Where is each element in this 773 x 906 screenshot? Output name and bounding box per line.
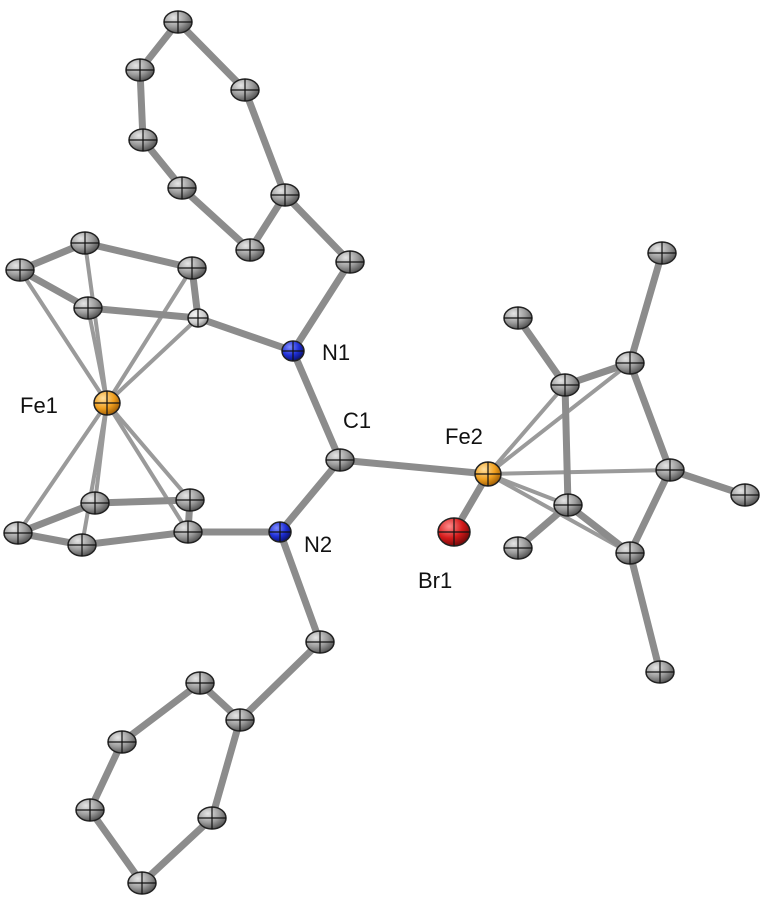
atom-fe1 bbox=[93, 390, 121, 416]
metal-contact-fe2-rr3 bbox=[486, 468, 672, 476]
atom-tp7 bbox=[235, 238, 265, 262]
bond-uc1-uc3 bbox=[81, 239, 196, 272]
bond-bp5-bp2 bbox=[208, 716, 244, 822]
atom-lc5 bbox=[173, 520, 203, 544]
bond-ch2b-bp2 bbox=[236, 638, 324, 724]
atom-ch2b bbox=[305, 630, 335, 654]
label-fe2: Fe2 bbox=[445, 424, 483, 449]
bond-tp1-tp3 bbox=[174, 18, 249, 94]
bond-n1-ucH bbox=[194, 314, 297, 355]
bond-n1-c1 bbox=[289, 347, 344, 464]
metal-contact-fe2-rr2 bbox=[486, 361, 632, 476]
label-c1: C1 bbox=[343, 408, 371, 433]
bond-bp1-bp3 bbox=[118, 679, 204, 746]
label-n1: N1 bbox=[322, 340, 350, 365]
atom-bp5 bbox=[197, 806, 227, 830]
atom-rr2 bbox=[615, 351, 645, 375]
atom-uc1 bbox=[70, 231, 100, 255]
atom-bp1 bbox=[185, 671, 215, 695]
bond-rr3-rr5 bbox=[626, 466, 674, 557]
atom-tp3 bbox=[230, 78, 260, 102]
atom-bp2 bbox=[225, 708, 255, 732]
bond-layer bbox=[14, 18, 749, 887]
atom-m2 bbox=[503, 306, 533, 330]
atom-m1 bbox=[647, 241, 677, 265]
bond-rr2-rr3 bbox=[626, 359, 674, 474]
metal-contact-fe1-lc4 bbox=[105, 401, 192, 502]
atom-tp4 bbox=[128, 128, 158, 152]
atom-br1 bbox=[437, 517, 471, 547]
atom-rr4 bbox=[553, 493, 583, 517]
atom-layer bbox=[3, 10, 760, 895]
label-n2: N2 bbox=[304, 532, 332, 557]
atom-fe2 bbox=[474, 461, 502, 487]
atom-m4 bbox=[503, 536, 533, 560]
label-fe1: Fe1 bbox=[20, 393, 58, 418]
metal-contact-fe1-lc5 bbox=[105, 401, 190, 534]
bond-c1-fe2 bbox=[336, 456, 492, 478]
atom-uc2 bbox=[5, 258, 35, 282]
bond-tp3-tp6 bbox=[241, 86, 289, 199]
bond-bp6-bp5 bbox=[138, 814, 216, 887]
atom-lc3 bbox=[80, 491, 110, 515]
metal-contact-fe1-lc1 bbox=[16, 401, 109, 535]
atom-bp6 bbox=[127, 871, 157, 895]
metal-contact-fe1-uc4 bbox=[86, 306, 109, 405]
label-br1: Br1 bbox=[418, 568, 452, 593]
atom-c1 bbox=[325, 448, 355, 472]
atom-bp4 bbox=[75, 798, 105, 822]
atom-rr1 bbox=[550, 373, 580, 397]
atom-ch2a bbox=[335, 250, 365, 274]
bond-lc3-lc4 bbox=[91, 496, 194, 507]
atom-n1 bbox=[281, 340, 305, 362]
atom-lc1 bbox=[3, 521, 33, 545]
bond-bp3-bp4 bbox=[86, 738, 126, 814]
bond-lc2-lc5 bbox=[78, 528, 192, 549]
atom-n2 bbox=[268, 521, 292, 543]
bond-tp6-ch2a bbox=[281, 191, 354, 266]
atom-m5 bbox=[645, 660, 675, 684]
atom-bp3 bbox=[107, 730, 137, 754]
atom-uc4 bbox=[73, 296, 103, 320]
atom-tp6 bbox=[270, 183, 300, 207]
atom-rr5 bbox=[615, 541, 645, 565]
bond-n2-ch2b bbox=[276, 528, 324, 646]
metal-contact-fe1-uc3 bbox=[105, 266, 194, 405]
atom-tp1 bbox=[163, 10, 193, 34]
atom-rr3 bbox=[655, 458, 685, 482]
atom-ucH bbox=[187, 308, 209, 328]
atom-tp2 bbox=[125, 58, 155, 82]
atom-lc2 bbox=[67, 533, 97, 557]
bond-rr2-m1 bbox=[626, 249, 666, 367]
metal-contact-fe1-ucH bbox=[105, 316, 200, 405]
metal-contact-fe1-lc3 bbox=[93, 401, 109, 505]
bond-rr5-m5 bbox=[626, 549, 664, 676]
atom-tp5 bbox=[167, 176, 197, 200]
atom-m3 bbox=[730, 483, 760, 507]
bond-bp4-bp6 bbox=[86, 806, 146, 887]
metal-contact-fe1-uc2 bbox=[18, 268, 109, 405]
bond-c1-n2 bbox=[276, 456, 344, 536]
bond-ch2a-n1 bbox=[289, 258, 354, 355]
bond-rr4-rr1 bbox=[561, 381, 572, 509]
atom-uc3 bbox=[177, 256, 207, 280]
bond-uc4-ucH bbox=[84, 304, 202, 322]
bond-tp5-tp7 bbox=[178, 184, 254, 254]
bond-rr1-m2 bbox=[514, 314, 569, 389]
atom-lc4 bbox=[175, 488, 205, 512]
metal-contact-fe2-rr1 bbox=[486, 383, 567, 476]
